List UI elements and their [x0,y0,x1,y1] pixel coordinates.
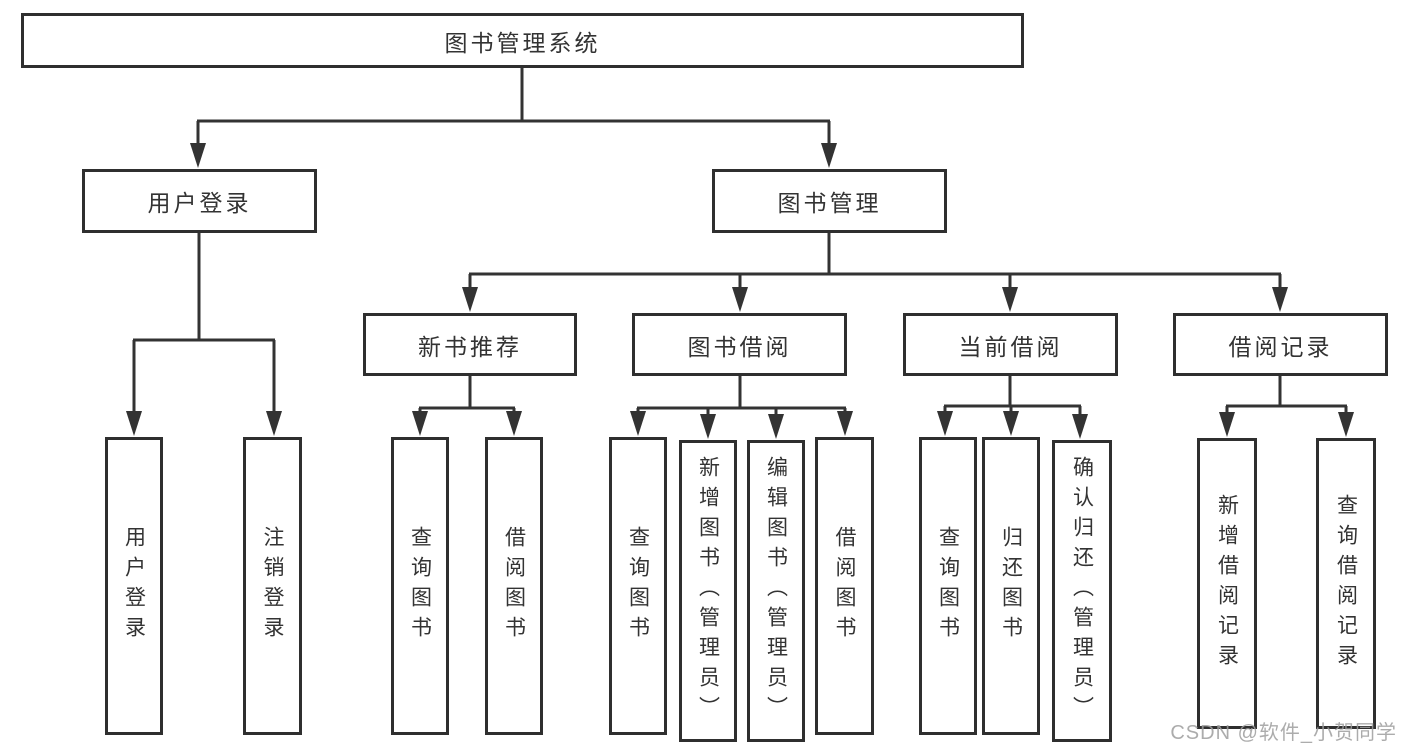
node-label: 新增借阅记录 [1215,493,1239,674]
leaf-query-books-borrow: 查询图书 [609,437,667,735]
node-label: 图书管理 [777,190,882,216]
leaf-query-books-current: 查询图书 [919,437,977,735]
node-book-management: 图书管理 [712,169,947,233]
node-label: 注销登录 [261,526,284,646]
node-label: 用户登录 [147,190,252,216]
leaf-edit-book-admin: 编辑图书（管理员） [747,440,805,742]
node-label: 查询图书 [936,526,960,646]
node-label: 借阅图书 [833,526,856,646]
node-book-borrow: 图书借阅 [632,313,847,376]
node-label: 借阅记录 [1228,333,1333,360]
leaf-add-borrow-record: 新增借阅记录 [1197,438,1257,729]
node-label: 编辑图书（管理员） [764,456,788,726]
node-label: 确认归还（管理员） [1070,456,1094,726]
node-label: 归还图书 [999,526,1023,646]
node-label: 查询图书 [408,526,432,646]
leaf-borrow-books: 借阅图书 [815,437,874,735]
node-label: 用户登录 [122,526,146,646]
node-user-login: 用户登录 [82,169,317,233]
node-label: 借阅图书 [502,526,526,646]
node-new-book-recommend: 新书推荐 [363,313,577,376]
csdn-watermark: CSDN @软件_小贺同学 [1170,722,1397,744]
node-label: 查询借阅记录 [1334,493,1358,674]
leaf-user-login: 用户登录 [105,437,163,735]
node-library-system: 图书管理系统 [21,13,1024,68]
leaf-borrow-books-recommend: 借阅图书 [485,437,543,735]
node-label: 当前借阅 [958,333,1063,360]
node-label: 新书推荐 [418,333,522,360]
leaf-return-book: 归还图书 [982,437,1040,735]
leaf-query-books-recommend: 查询图书 [391,437,449,735]
leaf-logout-login: 注销登录 [243,437,302,735]
leaf-add-book-admin: 新增图书（管理员） [679,440,737,742]
node-borrow-records: 借阅记录 [1173,313,1388,376]
leaf-query-borrow-record: 查询借阅记录 [1316,438,1376,729]
node-label: 图书管理系统 [444,29,601,56]
node-label: 查询图书 [626,526,650,646]
leaf-confirm-return-admin: 确认归还（管理员） [1052,440,1112,742]
node-label: 图书借阅 [687,333,792,360]
node-current-borrow: 当前借阅 [903,313,1118,376]
node-label: 新增图书（管理员） [696,456,720,726]
